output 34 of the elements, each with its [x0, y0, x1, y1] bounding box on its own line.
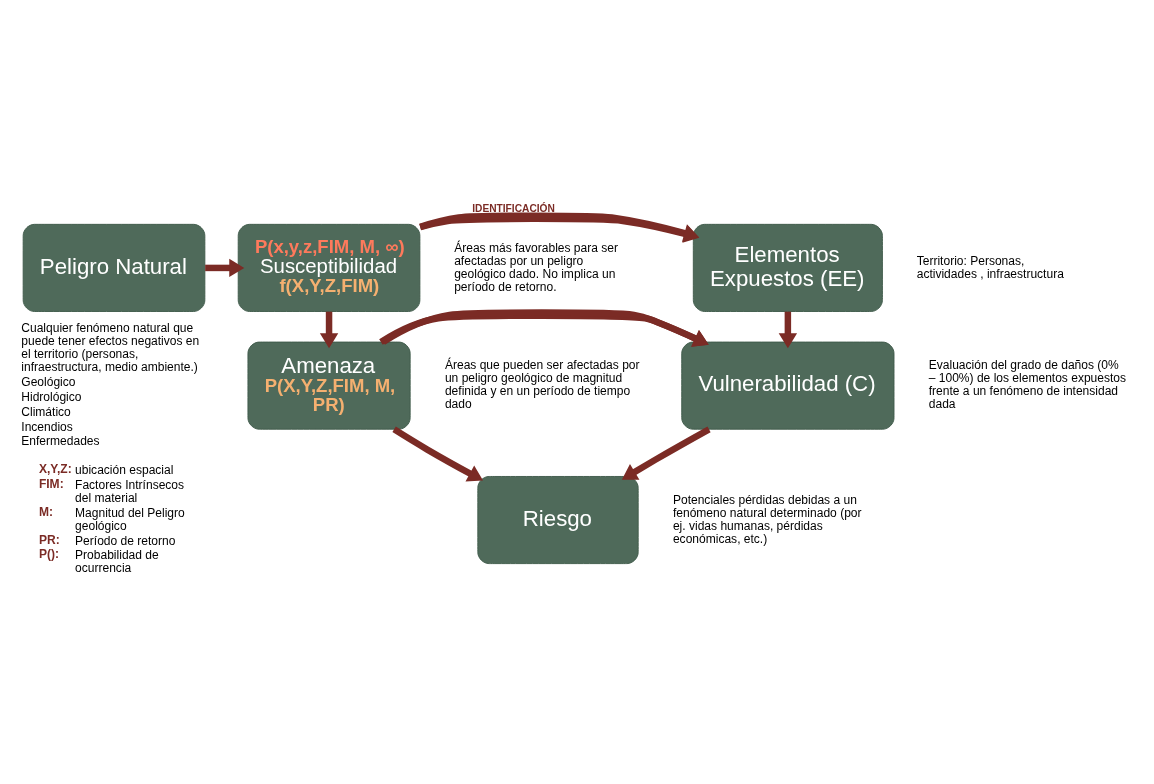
- node-label: Incendios: [21, 419, 73, 433]
- node-label: Evaluación del grado de daños (0% – 100%) de los elementos expuestos frente a un fenómeno de intensidad dada: [928, 357, 1127, 411]
- arrow: [621, 426, 711, 480]
- node-label: Enfermedades: [21, 433, 100, 448]
- node-label: Climático: [21, 404, 71, 419]
- node-box: Elementos Expuestos (EE): [692, 223, 883, 312]
- node-label: Cualquier fenómeno natural que puede tener efectos negativos en el territorio (personas, infraestructura, medio ambiente.): [21, 320, 200, 374]
- node-box: P(x,y,z,FIM, M, ∞) Susceptibilidad f(X,Y,Z,FIM): [237, 223, 421, 312]
- edge-label: IDENTIFICACIÓN: [472, 202, 555, 214]
- node-label: Potenciales pérdidas debidas a un fenómeno natural determinado (por ej. vidas humanas, pérdidas económicas, etc.): [672, 492, 862, 546]
- label: X,Y,Z:: [38, 461, 72, 476]
- label: Factores Intrínsecos del material: [75, 477, 185, 505]
- label: Probabilidad de ocurrencia: [75, 547, 159, 575]
- arrow: [392, 426, 484, 482]
- node-box: Riesgo: [477, 475, 639, 564]
- label: Magnitud del Peligro geológico: [75, 505, 185, 533]
- node-label: Áreas más favorables para ser afectadas por un peligro geológico dado. No implica un período de retorno.: [454, 240, 619, 294]
- label: PR:: [38, 532, 60, 547]
- arrow: [778, 311, 798, 348]
- node-label: Áreas que pueden ser afectadas por un peligro geológico de magnitud definida y en un período de tiempo dado: [444, 357, 640, 411]
- label: P():: [38, 546, 59, 561]
- label: Período de retorno: [75, 533, 176, 548]
- node-box: Peligro Natural: [22, 223, 206, 312]
- node-box: Vulnerabilidad (C): [681, 341, 895, 430]
- node-label: Geológico: [21, 374, 76, 389]
- arrow: [379, 308, 709, 347]
- node-label: Territorio: Personas, actividades , infraestructura: [916, 253, 1064, 281]
- label: ubicación espacial: [75, 462, 174, 477]
- node-box: Amenaza P(X,Y,Z,FIM, M, PR): [247, 341, 411, 430]
- node-label: Hidrológico: [21, 389, 82, 404]
- arrow: [319, 311, 339, 348]
- label: M:: [38, 504, 53, 519]
- label: FIM:: [38, 476, 64, 491]
- arrow: [205, 258, 245, 277]
